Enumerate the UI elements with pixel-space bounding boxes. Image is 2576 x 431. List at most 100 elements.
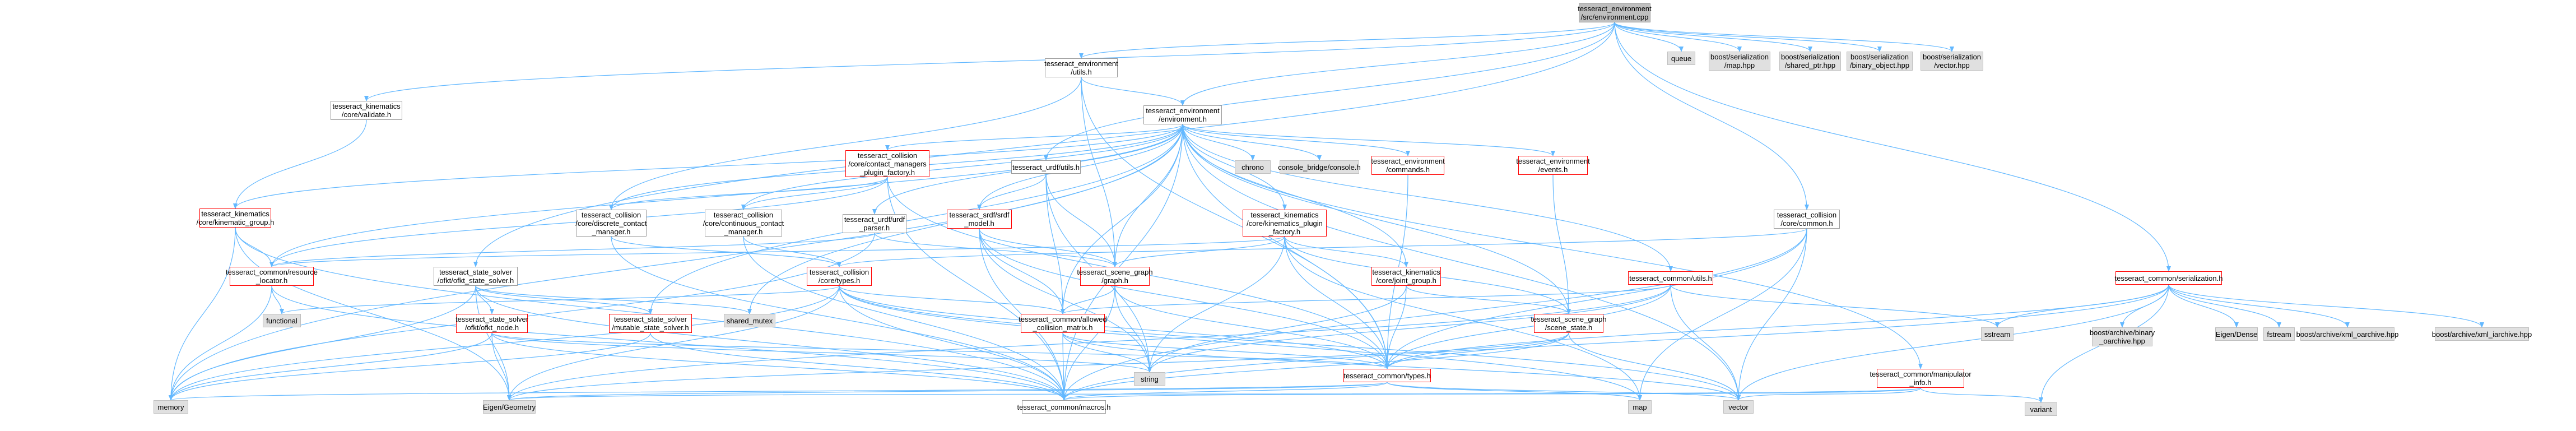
edge-kin_plugin_factory-to-kin_joint_group — [1284, 236, 1408, 267]
node-label-line: /core/common.h — [1780, 219, 1833, 228]
node-coll-cm-factory[interactable]: tesseract_collision/core/contact_manager… — [845, 150, 929, 177]
edge-state_solver_ofkt_node-to-string — [491, 332, 1152, 373]
node-label-line: chrono — [1241, 163, 1264, 172]
node-state-solver-mutable[interactable]: tesseract_state_solver/mutable_state_sol… — [609, 314, 692, 333]
node-common-manipulator[interactable]: tesseract_common/manipulator_info.h — [1870, 369, 1971, 388]
edge-common_utils-to-vector — [1670, 284, 1741, 401]
edge-root-to-urdf_utils — [1044, 22, 1615, 161]
node-label-line: tesseract_common/macros.h — [1017, 402, 1111, 411]
node-label-line: vector — [1728, 402, 1749, 411]
edge-common_serialization-to-eigen_dense — [2168, 284, 2239, 328]
node-string: string — [1134, 372, 1165, 386]
edge-env_env-to-env_events — [1182, 124, 1555, 156]
node-coll-continuous[interactable]: tesseract_collision/core/continuous_cont… — [703, 210, 784, 237]
node-label-line: fstream — [2267, 330, 2291, 339]
node-state-solver-ofkt[interactable]: tesseract_state_solver/ofkt/ofkt_state_s… — [434, 267, 518, 286]
edge-urdf_utils-to-common_allowed — [1045, 173, 1065, 314]
node-label-line: /core/types.h — [818, 276, 861, 285]
node-label-line: tesseract_environment — [1146, 106, 1220, 115]
edge-state_solver_ofkt_node-to-common_types — [491, 332, 1389, 369]
node-common-utils[interactable]: tesseract_common/utils.h — [1628, 271, 1713, 285]
node-urdf-utils[interactable]: tesseract_urdf/utils.h — [1011, 160, 1081, 174]
node-label-line: tesseract_collision — [713, 210, 774, 219]
edge-state_solver_ofkt_node-to-memory — [169, 332, 492, 401]
node-console-bridge: console_bridge/console.h — [1278, 160, 1361, 174]
edge-root-to-bs_map — [1614, 22, 1742, 52]
node-label-line: /utils.h — [1071, 68, 1092, 76]
node-kin-joint-group[interactable]: tesseract_kinematics/core/joint_group.h — [1371, 267, 1441, 286]
node-label-line: _model.h — [964, 219, 994, 228]
node-sstream: sstream — [1981, 327, 2014, 341]
edge-env_env-to-common_resource_locator — [269, 124, 1183, 267]
node-env-env[interactable]: tesseract_environment/environment.h — [1143, 105, 1222, 124]
node-common-macros[interactable]: tesseract_common/macros.h — [1017, 400, 1110, 414]
node-coll-types[interactable]: tesseract_collision/core/types.h — [807, 267, 872, 286]
node-env-events[interactable]: tesseract_environment/events.h — [1516, 156, 1590, 175]
edge-state_solver_mutable-to-memory — [169, 332, 651, 401]
edge-common_serialization-to-boost_xml_i — [2168, 284, 2484, 328]
node-label-line: tesseract_common/serialization.h — [2114, 274, 2223, 282]
node-label-line: tesseract_urdf/utils.h — [1012, 163, 1080, 172]
edge-coll_types-to-memory — [169, 285, 840, 401]
node-label-line: functional — [266, 316, 297, 325]
edge-urdf_parser-to-common_resource_locator — [269, 233, 875, 267]
edge-scene_graph-to-common_macros — [1062, 285, 1115, 401]
edge-root-to-env_utils — [1079, 22, 1615, 59]
node-label-line: tesseract_kinematics — [1372, 268, 1440, 276]
node-scene-graph[interactable]: tesseract_scene_graph/graph.h — [1077, 267, 1153, 286]
node-kin-group[interactable]: tesseract_kinematics/core/kinematic_grou… — [197, 208, 274, 228]
node-label-line: /environment.h — [1159, 115, 1207, 123]
edge-coll_types-to-common_types — [839, 285, 1389, 369]
edge-common_types-to-eigen_geometry — [507, 382, 1388, 401]
edge-common_serialization-to-common_macros — [1062, 284, 2169, 401]
node-common-allowed[interactable]: tesseract_common/allowed_collision_matri… — [1019, 314, 1107, 333]
node-eigen-dense: Eigen/Dense — [2215, 327, 2258, 341]
node-label-line: /scene_state.h — [1545, 323, 1593, 332]
edge-env_env-to-common_manipulator — [1182, 124, 1923, 369]
node-urdf-parser[interactable]: tesseract_urdf/urdf_parser.h — [843, 214, 906, 233]
edge-scene_state-to-common_types — [1385, 332, 1569, 369]
node-label-line: tesseract_state_solver — [613, 315, 687, 323]
node-label-line: _manager.h — [592, 227, 631, 236]
node-label-line: _oarchive.hpp — [2099, 337, 2145, 345]
edge-urdf_model-to-scene_graph — [979, 228, 1117, 267]
node-label-line: tesseract_environment — [1516, 157, 1590, 165]
node-label-line: _parser.h — [859, 224, 890, 232]
node-common-serialization[interactable]: tesseract_common/serialization.h — [2115, 271, 2222, 285]
node-label-line: /core/kinematics_plugin — [1247, 219, 1323, 228]
edge-env_env-to-common_macros — [1062, 124, 1183, 401]
edge-urdf_model-to-common_allowed — [979, 228, 1065, 314]
node-label-line: /core/joint_group.h — [1376, 276, 1436, 285]
node-label-line: map — [1633, 402, 1647, 411]
node-env-commands[interactable]: tesseract_environment/commands.h — [1371, 156, 1445, 175]
node-common-resource-locator[interactable]: tesseract_common/resource_locator.h — [226, 267, 318, 286]
node-urdf-model[interactable]: tesseract_srdf/srdf_model.h — [947, 210, 1012, 229]
edge-root-to-kin_validate — [364, 22, 1615, 101]
node-label-line: /vector.hpp — [1934, 61, 1970, 69]
node-kin-plugin-factory[interactable]: tesseract_kinematics/core/kinematics_plu… — [1243, 210, 1327, 237]
edge-coll_types-to-eigen_geometry — [507, 285, 840, 401]
node-kin-validate[interactable]: tesseract_kinematics/core/validate.h — [331, 101, 402, 120]
edge-coll_common-to-coll_types — [837, 228, 1807, 267]
edge-env_env-to-scene_state — [1182, 124, 1571, 314]
edge-coll_continuous-to-common_macros — [743, 236, 1066, 401]
edge-env_env-to-common_utils — [1182, 124, 1673, 272]
node-label-line: string — [1141, 374, 1159, 383]
node-env-utils[interactable]: tesseract_environment/utils.h — [1044, 58, 1118, 77]
node-label-line: Eigen/Dense — [2215, 330, 2258, 339]
node-root[interactable]: tesseract_environment/src/environment.cp… — [1578, 3, 1652, 22]
node-label-line: /core/kinematic_group.h — [196, 218, 275, 226]
node-label-line: tesseract_kinematics — [201, 210, 269, 218]
node-coll-common[interactable]: tesseract_collision/core/common.h — [1774, 210, 1840, 229]
edge-common_allowed-to-common_types — [1062, 332, 1389, 369]
node-coll-discrete[interactable]: tesseract_collision/core/discrete_contac… — [575, 210, 647, 237]
node-label-line: boost/serialization — [1780, 53, 1840, 61]
edge-env_env-to-kin_plugin_factory — [1182, 124, 1287, 210]
node-common-types[interactable]: tesseract_common/types.h — [1343, 369, 1431, 382]
node-state-solver-ofkt-node[interactable]: tesseract_state_solver/ofkt/ofkt_node.h — [455, 314, 528, 333]
node-scene-state[interactable]: tesseract_scene_graph/scene_state.h — [1531, 314, 1607, 333]
node-label-line: /core/discrete_contact — [575, 219, 647, 228]
edge-urdf_utils-to-urdf_model — [977, 173, 1047, 210]
node-label-line: /core/continuous_contact — [703, 219, 784, 228]
